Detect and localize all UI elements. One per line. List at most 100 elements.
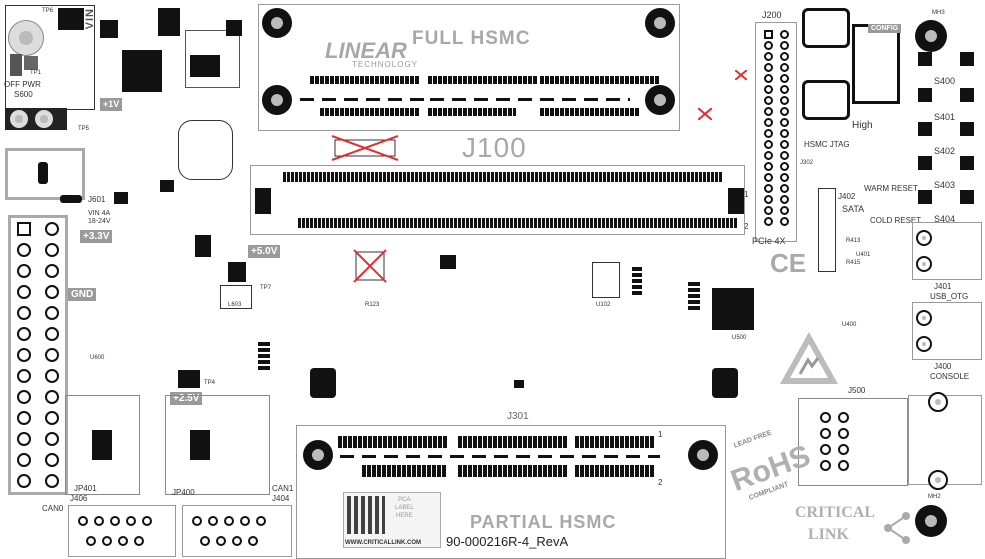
pushbutton <box>918 122 932 136</box>
pushbutton <box>960 156 974 170</box>
cold-reset-label: COLD RESET <box>870 216 922 225</box>
s600-label: S600 <box>14 90 33 99</box>
ethernet-pin <box>838 428 849 439</box>
header-pin <box>17 453 31 467</box>
header-pin <box>45 453 59 467</box>
pushbutton <box>918 190 932 204</box>
header-pin <box>45 222 59 236</box>
full-hsmc-label: FULL HSMC <box>412 28 531 49</box>
switch-bank-left <box>802 8 850 48</box>
component <box>688 282 700 310</box>
power-jack <box>58 8 84 30</box>
pcie-pin <box>764 118 773 127</box>
header-pin <box>17 285 31 299</box>
j601-pin-1 <box>38 162 48 184</box>
usb-pad <box>916 230 932 246</box>
pcie-pin <box>780 118 789 127</box>
usb-otg-label: USB_OTG <box>930 292 969 301</box>
can-pin <box>126 516 136 526</box>
pcie-pin <box>764 30 773 39</box>
j404-label: J404 <box>272 494 290 503</box>
component <box>160 180 174 192</box>
warm-reset-label: WARM RESET <box>864 184 918 193</box>
component <box>190 55 220 77</box>
u102-refdes: U102 <box>596 302 611 308</box>
can-pin <box>94 516 104 526</box>
power-switch-hole <box>8 20 44 56</box>
config-label: CONFIG <box>868 24 902 33</box>
mh3-refdes: MH3 <box>932 10 945 16</box>
pushbutton <box>960 52 974 66</box>
mounting-hole-br <box>645 85 675 115</box>
j601-pin-2 <box>60 195 82 203</box>
pcie-pin <box>764 151 773 160</box>
inductor <box>122 50 162 92</box>
website-label: WWW.CRITICALLINK.COM <box>345 540 421 546</box>
pcie-pin <box>780 217 789 226</box>
power-switch[interactable] <box>10 54 22 76</box>
j200-label: J200 <box>762 10 782 20</box>
pcie-pin <box>764 129 773 138</box>
component <box>226 20 242 36</box>
j100-connector <box>250 165 745 235</box>
header-pin <box>17 390 31 404</box>
can-pin <box>102 536 112 546</box>
left-header-outline <box>8 215 68 495</box>
pushbutton <box>960 122 974 136</box>
component <box>632 265 642 295</box>
ethernet-pin <box>820 460 831 471</box>
component <box>195 235 211 257</box>
sata-label: SATA <box>842 204 865 214</box>
can-pin <box>200 536 210 546</box>
transceiver-right <box>190 430 210 460</box>
j100-label: J100 <box>462 132 527 163</box>
board-id: 90-000216R-4_RevA <box>446 534 569 549</box>
rail-label-5v: +5.0V <box>248 245 281 258</box>
j601-housing <box>5 148 85 200</box>
j402-label: J402 <box>838 192 856 201</box>
lead-free-label: LEAD FREE <box>732 429 773 450</box>
rail-label-gnd: GND <box>68 288 97 301</box>
vin-label: VIN <box>84 8 96 30</box>
j500-label: J500 <box>848 386 866 395</box>
console-connector[interactable] <box>912 302 982 360</box>
pcie-pin <box>780 85 789 94</box>
hsmc-pin-row <box>310 76 420 84</box>
ethernet-jack[interactable] <box>798 398 908 486</box>
header-pin <box>17 264 31 278</box>
high-label: High <box>852 120 873 131</box>
s403-label: S403 <box>934 180 956 190</box>
can-pin <box>142 516 152 526</box>
can-pin <box>86 536 96 546</box>
qr-code <box>347 496 385 534</box>
hsmc-pin-row <box>428 108 516 116</box>
partial-hsmc-pin-row <box>338 436 448 448</box>
can1-label: CAN1 <box>272 484 294 493</box>
can-pin <box>192 516 202 526</box>
ethernet-pin <box>820 412 831 423</box>
can-pin <box>208 516 218 526</box>
hsmc-pin-row <box>320 108 420 116</box>
partial-hsmc-pin-row <box>362 465 447 477</box>
ce-mark: CE <box>770 248 807 278</box>
pcie-pin <box>780 151 789 160</box>
j301-pin1-label: 1 <box>658 430 663 439</box>
header-pin <box>45 390 59 404</box>
pcie-pin <box>780 195 789 204</box>
u500-chip <box>712 288 754 330</box>
power-switch-2[interactable] <box>24 56 38 70</box>
power-ic <box>100 20 118 38</box>
mounting-hole-mh3 <box>915 20 947 52</box>
usb-otg-connector[interactable] <box>912 222 982 280</box>
can-pin <box>118 536 128 546</box>
pca-label-text: PCA LABEL HERE <box>395 497 414 519</box>
rail-label-1v: +1V <box>100 98 123 111</box>
pcie-pin <box>780 129 789 138</box>
header-pin <box>45 369 59 383</box>
terminal-screw-1 <box>10 110 28 128</box>
j301-pin2-label: 2 <box>658 478 663 487</box>
pushbutton <box>960 88 974 102</box>
pcie-pin <box>780 63 789 72</box>
critical-link-network-icon <box>884 512 910 544</box>
pcie-label: PCIe 4X <box>752 236 786 246</box>
